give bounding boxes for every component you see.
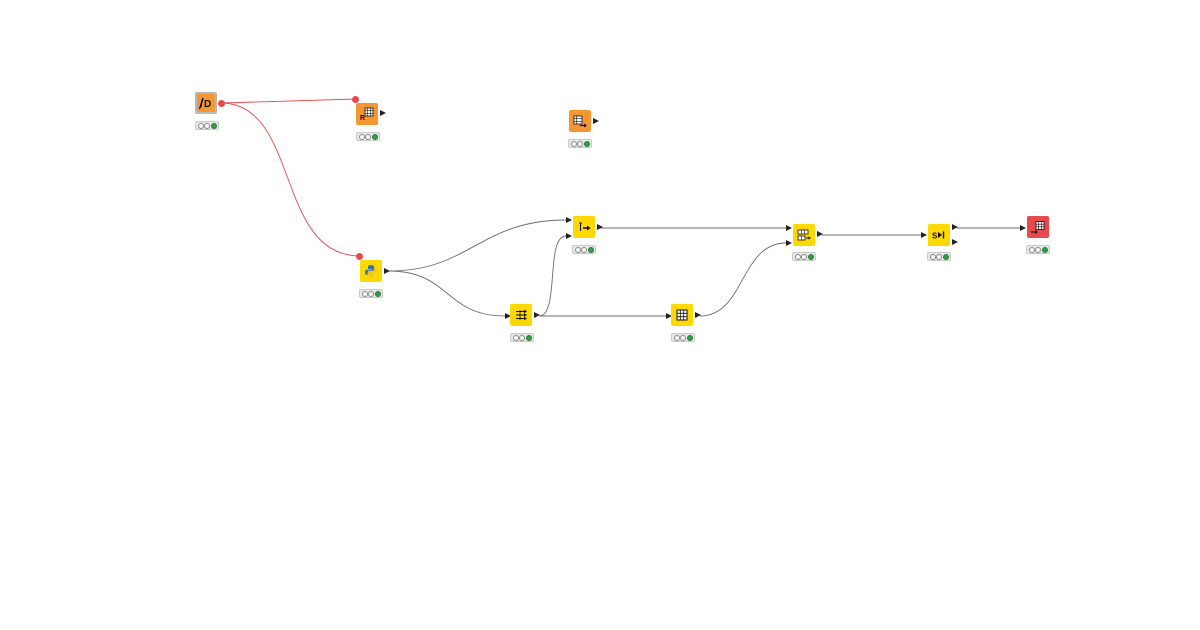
connections	[220, 98, 1020, 317]
input-port-filter	[505, 313, 511, 319]
python-node[interactable]	[360, 260, 382, 282]
input-port-table-view	[666, 313, 672, 319]
split-node[interactable]: S	[928, 224, 950, 246]
status-light-green	[1041, 246, 1048, 253]
status-table-source-node	[568, 139, 592, 148]
status-light-green	[374, 290, 381, 297]
r-source-node[interactable]: R	[356, 103, 378, 125]
status-rule-node	[572, 245, 596, 254]
column-filter-icon	[516, 309, 527, 321]
variable-in-port-python[interactable]	[356, 253, 363, 260]
status-light-yellow	[680, 334, 686, 341]
filter-node[interactable]	[510, 304, 532, 326]
status-light-red	[361, 290, 368, 297]
status-light-yellow	[368, 290, 374, 297]
output-port-split-2[interactable]	[952, 239, 958, 245]
grid-icon	[676, 309, 688, 321]
rule-arrow-icon	[579, 222, 591, 231]
status-split-node	[927, 252, 951, 261]
output-port-table-source[interactable]	[593, 118, 599, 124]
input-port-writer	[1020, 225, 1026, 231]
status-light-green	[371, 133, 378, 140]
status-table-view-node	[671, 333, 695, 342]
data-connection-table-view-to-joiner[interactable]	[699, 242, 787, 317]
svg-text:S: S	[932, 232, 938, 241]
output-port-table-view[interactable]	[695, 312, 701, 318]
status-light-yellow	[801, 253, 807, 260]
joiner-icon	[797, 229, 811, 241]
path-d-icon: D	[197, 94, 215, 112]
status-joiner-node	[792, 252, 816, 261]
input-port-joiner-1	[786, 225, 792, 231]
status-light-green	[210, 122, 217, 129]
writer-node[interactable]	[1027, 216, 1049, 238]
output-port-joiner[interactable]	[817, 231, 823, 237]
status-light-yellow	[365, 133, 371, 140]
r-table-icon: R	[360, 107, 374, 121]
path-node[interactable]: D	[195, 92, 217, 114]
status-light-green	[583, 140, 590, 147]
status-light-red	[1028, 246, 1035, 253]
variable-in-port-r-source[interactable]	[352, 96, 359, 103]
joiner-node[interactable]	[793, 224, 815, 246]
variable-out-port-path[interactable]	[218, 100, 225, 107]
data-connection-python-to-rule[interactable]	[388, 219, 567, 272]
status-light-yellow	[204, 122, 210, 129]
split-icon: S	[932, 231, 945, 241]
svg-text:D: D	[204, 99, 211, 110]
status-light-yellow	[1035, 246, 1041, 253]
table-arrow-icon	[573, 115, 587, 128]
status-light-red	[358, 133, 365, 140]
input-port-rule-1	[566, 217, 572, 223]
input-port-rule-2	[566, 233, 572, 239]
status-light-green	[525, 334, 532, 341]
status-light-red	[673, 334, 680, 341]
status-python-node	[359, 289, 383, 298]
python-icon	[365, 265, 377, 277]
status-light-yellow	[577, 140, 583, 147]
output-port-r-source[interactable]	[380, 110, 386, 116]
variable-connection-path-to-python[interactable]	[220, 102, 361, 257]
data-connection-filter-to-rule[interactable]	[538, 235, 567, 317]
status-light-yellow	[936, 253, 942, 260]
status-light-red	[570, 140, 577, 147]
status-light-green	[807, 253, 814, 260]
status-light-yellow	[581, 246, 587, 253]
svg-text:R: R	[360, 115, 365, 121]
table-source-node[interactable]	[569, 110, 591, 132]
rule-node[interactable]	[573, 216, 595, 238]
data-connection-python-to-filter[interactable]	[388, 270, 506, 317]
status-light-red	[512, 334, 519, 341]
status-light-red	[574, 246, 581, 253]
status-writer-node	[1026, 245, 1050, 254]
output-port-rule[interactable]	[597, 224, 603, 230]
input-port-split	[921, 232, 927, 238]
output-port-split-1[interactable]	[952, 224, 958, 230]
table-view-node[interactable]	[671, 304, 693, 326]
output-port-python[interactable]	[384, 268, 390, 274]
status-light-yellow	[519, 334, 525, 341]
status-light-green	[942, 253, 949, 260]
variable-connection-path-to-r-source[interactable]	[220, 98, 357, 104]
status-light-green	[587, 246, 594, 253]
status-light-red	[794, 253, 801, 260]
status-light-red	[197, 122, 204, 129]
status-path-node	[195, 121, 219, 130]
table-writer-icon	[1031, 221, 1045, 234]
input-port-joiner-2	[786, 240, 792, 246]
status-r-source-node	[356, 132, 380, 141]
status-light-red	[929, 253, 936, 260]
output-port-filter[interactable]	[534, 312, 540, 318]
status-filter-node	[510, 333, 534, 342]
input-arrowheads	[505, 217, 1026, 319]
status-light-green	[686, 334, 693, 341]
